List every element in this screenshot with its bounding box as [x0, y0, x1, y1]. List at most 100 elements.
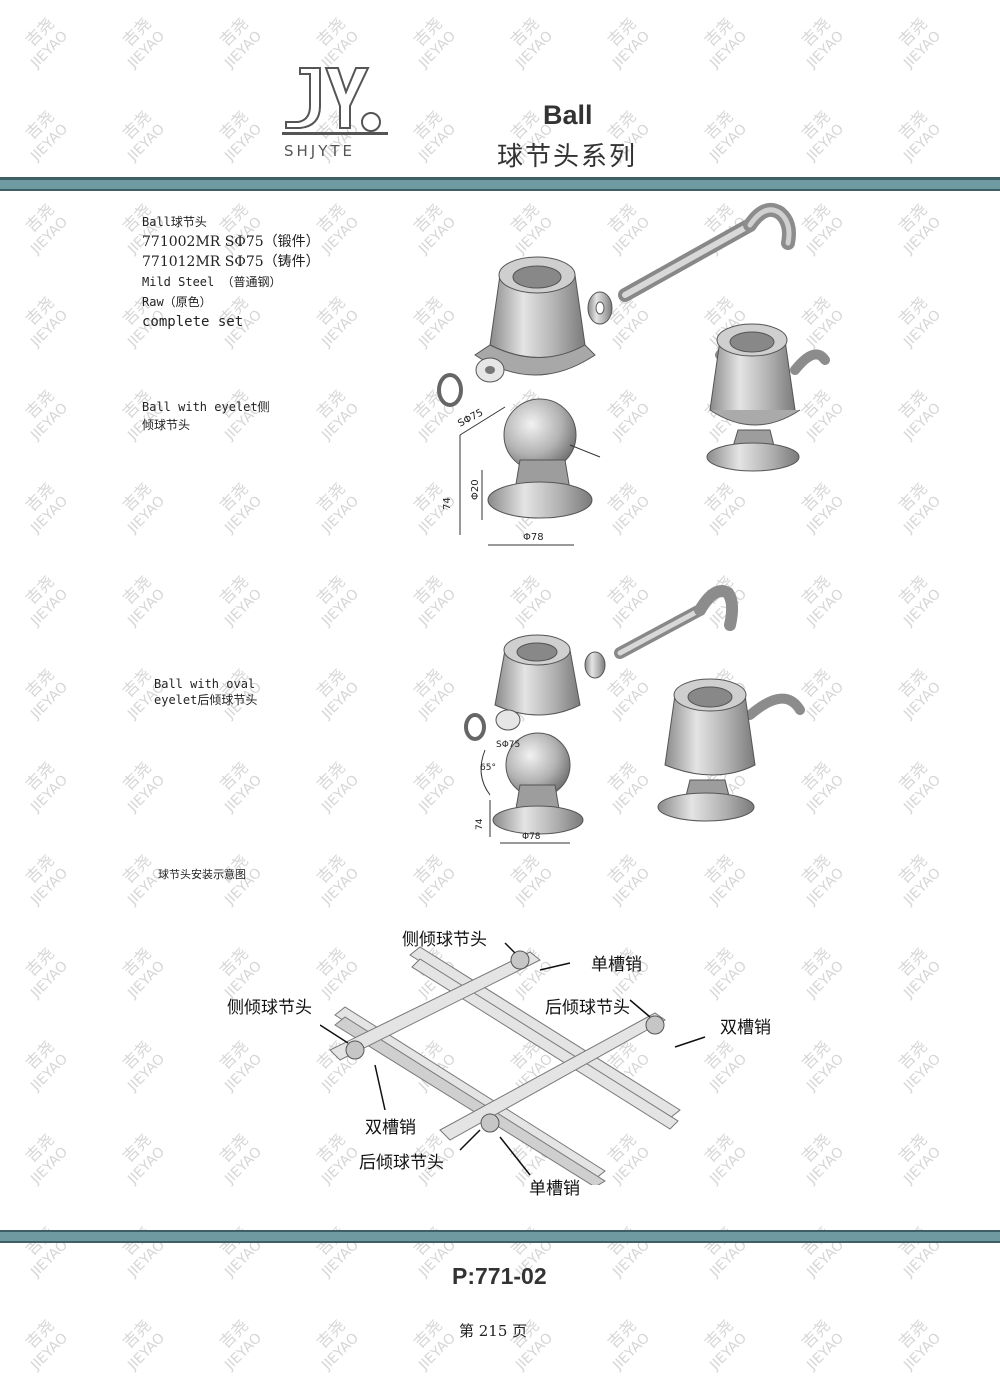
dimension-lines [459, 406, 601, 546]
header-divider-top [0, 177, 1000, 180]
footer-divider-bottom [0, 1241, 1000, 1243]
label-double-pin-left: 双槽销 [365, 1118, 416, 1138]
product1-desc-line1: Ball with eyelet侧 [142, 400, 270, 414]
ball-base-icon [487, 481, 593, 519]
dim-height-2-label: 74 [475, 818, 485, 830]
page-title-cn: 球节头系列 [497, 142, 638, 172]
header-divider [0, 180, 1000, 189]
label-side-ball-left: 侧倾球节头 [227, 998, 312, 1018]
frame-beams-icon [329, 946, 681, 1185]
product1-drawing: SΦ75 74 Φ20 Φ78 [437, 203, 830, 546]
label-rear-ball-bottom: 后倾球节头 [359, 1153, 444, 1173]
clip-ring-icon [437, 373, 463, 407]
assembled-ball-joint-icon [706, 323, 830, 472]
label-double-pin-right: 双槽销 [720, 1018, 771, 1038]
ball-base-2-icon [492, 805, 584, 835]
dim-height-label: 74 [442, 497, 453, 510]
company-logo: SHJYTE [278, 62, 393, 167]
footer-divider-top [0, 1230, 1000, 1232]
dim-angle-label: 65° [480, 763, 496, 773]
dim-sphere-label: SΦ75 [456, 407, 485, 429]
spec-finish: Raw（原色） [142, 295, 212, 309]
label-rear-ball-right: 后倾球节头 [545, 998, 630, 1018]
rod-pin-2-icon [614, 585, 739, 659]
product1-description: Ball with eyelet侧 倾球节头 [142, 398, 270, 434]
spec-name: Ball球节头 [142, 215, 207, 229]
spec-set: complete set [142, 314, 244, 330]
header-divider-bottom [0, 189, 1000, 191]
product2-desc-line1: Ball with oval [154, 677, 256, 691]
label-single-pin-top: 单槽销 [591, 955, 642, 975]
dim-sphere-2-label: SΦ75 [496, 740, 520, 750]
socket-body-icon [474, 256, 596, 383]
spec-part-forged: 771002MR SΦ75（锻件） [142, 234, 320, 250]
install-caption: 球节头安装示意图 [158, 868, 246, 881]
leader-arrows [320, 942, 706, 1176]
spec-part-cast: 771012MR SΦ75（铸件） [142, 254, 320, 270]
logo-mark-icon [282, 67, 388, 135]
spec-material: Mild Steel （普通钢） [142, 275, 282, 289]
dim-base-label: Φ78 [523, 532, 544, 543]
washer-2-icon [584, 651, 606, 679]
dimension-lines-2 [480, 749, 570, 844]
install-diagram [320, 942, 706, 1185]
spec-block: Ball球节头 771002MR SΦ75（锻件） 771012MR SΦ75（… [142, 212, 320, 332]
page-title-en: Ball [543, 100, 593, 130]
assembled-ball-joint-2-icon [657, 678, 805, 822]
clip-ring-2-icon [464, 713, 486, 741]
label-side-ball-top: 侧倾球节头 [402, 930, 487, 950]
